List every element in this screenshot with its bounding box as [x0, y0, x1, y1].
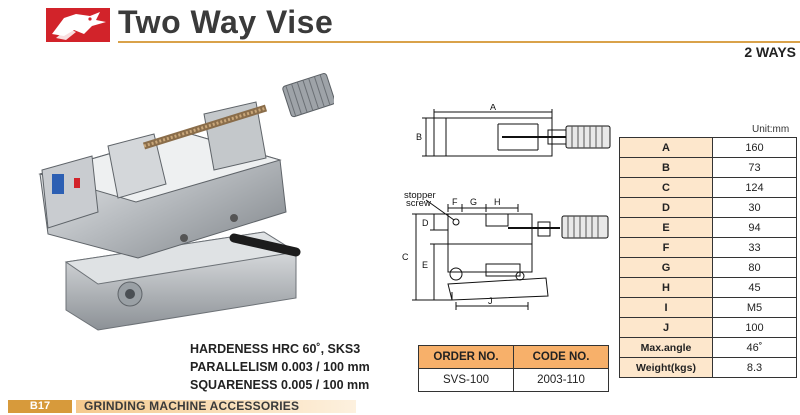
spec-key: A [619, 137, 713, 158]
spec-key: I [619, 297, 713, 318]
section-title: GRINDING MACHINE ACCESSORIES [84, 399, 300, 413]
spec-value: 33 [712, 237, 797, 258]
screw-label: screw [406, 198, 431, 209]
spec-key: J [619, 317, 713, 338]
spec-value: 124 [712, 177, 797, 198]
dim-label-b: B [416, 132, 422, 142]
spec-key: G [619, 257, 713, 278]
feature-squareness: SQUARENESS 0.005 / 100 mm [190, 378, 370, 392]
page-number: B17 [8, 400, 72, 413]
spec-key: Weight(kgs) [619, 357, 713, 378]
spec-value: 73 [712, 157, 797, 178]
spec-key: H [619, 277, 713, 298]
code-no-header: CODE NO. [513, 345, 609, 369]
dim-label-g: G [470, 197, 477, 207]
order-row: SVS-100 2003-110 [418, 368, 609, 392]
dim-label-j: J [488, 296, 493, 306]
spec-key: E [619, 217, 713, 238]
vise-product-image [38, 73, 334, 331]
order-table: ORDER NO. CODE NO. SVS-100 2003-110 [418, 345, 609, 392]
feature-parallelism: PARALLELISM 0.003 / 100 mm [190, 360, 370, 374]
order-no-header: ORDER NO. [418, 345, 514, 369]
spec-row: Weight(kgs)8.3 [619, 357, 797, 378]
spec-key: F [619, 237, 713, 258]
eagle-logo-icon [46, 8, 110, 42]
stopper-label: stopper [404, 190, 436, 201]
unit-label: Unit:mm [752, 124, 790, 135]
dim-label-d: D [422, 218, 429, 228]
order-no-value: SVS-100 [418, 368, 514, 392]
spec-value: M5 [712, 297, 797, 318]
spec-value: 80 [712, 257, 797, 278]
dim-label-h: H [494, 197, 501, 207]
title-divider [118, 41, 800, 43]
spec-value: 160 [712, 137, 797, 158]
spec-value: 94 [712, 217, 797, 238]
spec-key: B [619, 157, 713, 178]
dim-label-c: C [402, 252, 409, 262]
dim-label-e: E [422, 260, 428, 270]
spec-value: 45 [712, 277, 797, 298]
feature-list: HARDENESS HRC 60˚, SKS3 PARALLELISM 0.00… [190, 340, 370, 394]
spec-value: 8.3 [712, 357, 797, 378]
dim-label-f: F [452, 197, 458, 207]
code-no-value: 2003-110 [513, 368, 609, 392]
spec-key: Max.angle [619, 337, 713, 358]
dim-label-a: A [490, 104, 496, 112]
ways-label: 2 WAYS [744, 44, 796, 60]
feature-hardeness: HARDENESS HRC 60˚, SKS3 [190, 342, 361, 356]
page-title: Two Way Vise [118, 4, 334, 40]
spec-value: 30 [712, 197, 797, 218]
spec-value: 100 [712, 317, 797, 338]
footer-bar [76, 400, 356, 413]
spec-value: 46˚ [712, 337, 797, 358]
spec-key: D [619, 197, 713, 218]
order-header-row: ORDER NO. CODE NO. [418, 345, 609, 369]
dimension-drawing: A B stopper screw F G H C D E J [402, 104, 611, 310]
spec-key: C [619, 177, 713, 198]
